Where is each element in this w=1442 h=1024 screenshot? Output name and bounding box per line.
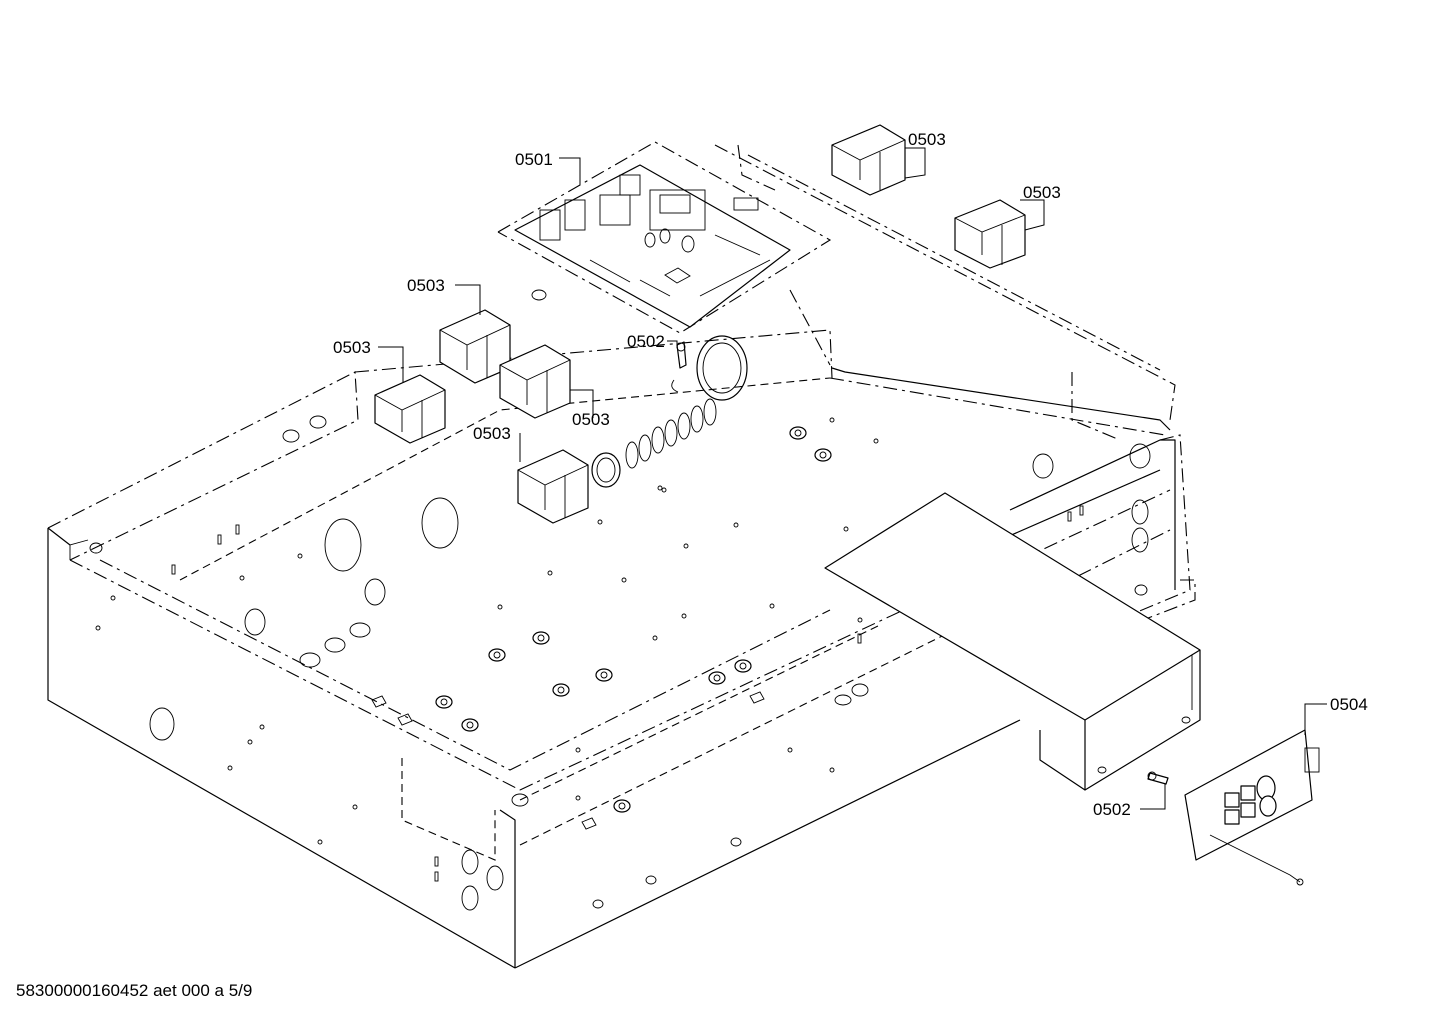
drawing-code: 58300000160452 aet 000 a 5/9 bbox=[16, 981, 253, 1000]
clip-0502-a bbox=[676, 341, 687, 369]
callout-0503: 0503 bbox=[908, 130, 946, 149]
filter-board-0504 bbox=[1184, 729, 1320, 886]
callout-0503: 0503 bbox=[473, 424, 511, 443]
control-board-0501 bbox=[497, 141, 832, 334]
leader-lines bbox=[378, 147, 1327, 810]
relay-0503-b bbox=[954, 199, 1026, 269]
grommets bbox=[591, 335, 748, 488]
callout-0502: 0502 bbox=[1093, 800, 1131, 819]
callout-0504: 0504 bbox=[1330, 695, 1368, 714]
callout-0503: 0503 bbox=[572, 410, 610, 429]
relay-0503-a bbox=[831, 124, 906, 196]
callout-0503: 0503 bbox=[1023, 183, 1061, 202]
callout-labels: 0501 0503 0503 0503 0503 0503 0503 0502 … bbox=[333, 130, 1368, 819]
relay-0503-e bbox=[374, 374, 446, 444]
relay-0503-d bbox=[499, 344, 571, 419]
callout-0503: 0503 bbox=[333, 338, 371, 357]
relay-0503-f bbox=[517, 449, 589, 524]
callout-0503: 0503 bbox=[407, 276, 445, 295]
callout-0502: 0502 bbox=[627, 332, 665, 351]
callout-0501: 0501 bbox=[515, 150, 553, 169]
tray-holes bbox=[89, 289, 1151, 911]
clip-0502-b bbox=[1147, 771, 1169, 785]
cover-plate bbox=[824, 492, 1201, 791]
